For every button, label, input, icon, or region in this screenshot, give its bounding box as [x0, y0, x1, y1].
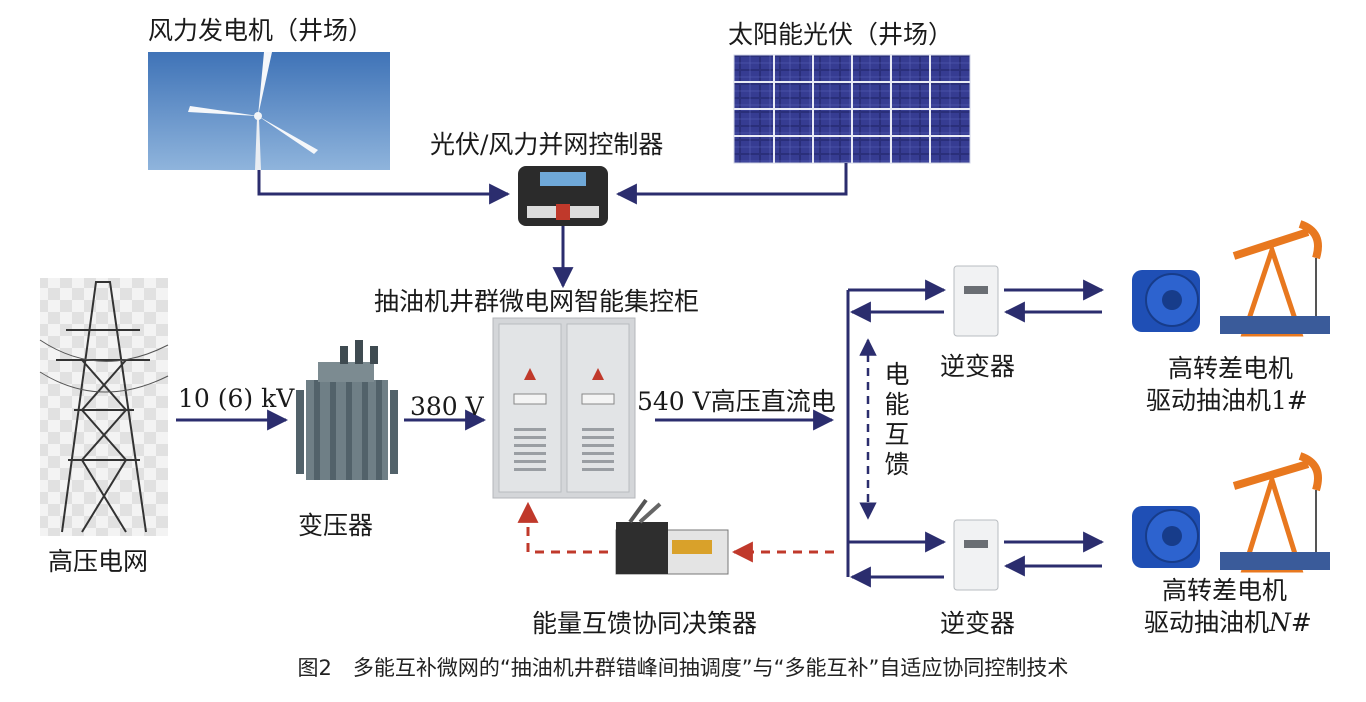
energy-feedback-char: 馈 — [884, 450, 910, 479]
solar-panel-image — [733, 54, 971, 164]
transformer-label: 变压器 — [298, 511, 374, 540]
motor-1-label-line2: 驱动抽油机1# — [1146, 386, 1308, 415]
figure-caption: 图2 多能互补微网的“抽油机井群错峰间抽调度”与“多能互补”自适应协同控制技术 — [297, 656, 1069, 680]
solar-to-controller-arrow — [615, 163, 848, 205]
voltage-380-label: 380 V — [410, 392, 484, 421]
inverter-bottom-image — [953, 519, 999, 591]
wind-turbine-image — [148, 52, 390, 170]
transformer-image — [296, 340, 398, 480]
inverter-top-image — [953, 265, 999, 337]
wind-to-controller-arrow — [257, 170, 511, 205]
control-cabinet-image — [492, 317, 636, 499]
motor-1-label-line1: 高转差电机 — [1168, 354, 1294, 383]
voltage-10kv-label: 10 (6) kV — [178, 384, 295, 413]
transmission-tower-image — [39, 278, 169, 536]
motor-n-label-line2: 驱动抽油机N# — [1144, 610, 1312, 635]
energy-feedback-char: 电 — [884, 360, 910, 389]
inverter-bottom-label: 逆变器 — [940, 609, 1016, 638]
motor-n-label-line1: 高转差电机 — [1162, 576, 1288, 605]
connector-lines — [176, 163, 1105, 588]
motor-pumpjack-1-image — [1132, 220, 1330, 337]
decision-maker-label: 能量互馈协同决策器 — [532, 609, 758, 638]
cabinet-label: 抽油机井群微电网智能集控柜 — [374, 287, 700, 316]
grid-controller-label: 光伏/风力并网控制器 — [430, 130, 664, 159]
decision-maker-to-cabinet-arrow — [517, 501, 608, 554]
motor-n-label-suffix: # — [1290, 608, 1312, 637]
motor-n-label-prefix: 驱动抽油机 — [1144, 608, 1270, 637]
energy-feedback-char: 能 — [884, 390, 910, 419]
wind-turbine-label: 风力发电机（井场） — [148, 16, 374, 45]
grid-controller-image — [518, 166, 608, 226]
dc-bus-label: 540 V高压直流电 — [637, 387, 836, 416]
motor-n-label-italic: N — [1269, 608, 1291, 637]
high-voltage-grid-label: 高压电网 — [48, 547, 149, 576]
decision-maker-image — [615, 498, 729, 575]
inverter-top-label: 逆变器 — [940, 352, 1016, 381]
energy-feedback-label: 电 能 互 馈 — [882, 360, 912, 480]
motor-pumpjack-n-image — [1132, 452, 1330, 573]
solar-pv-label: 太阳能光伏（井场） — [728, 20, 954, 49]
energy-feedback-char: 互 — [884, 420, 910, 449]
dashed-control-arrows — [517, 501, 834, 563]
